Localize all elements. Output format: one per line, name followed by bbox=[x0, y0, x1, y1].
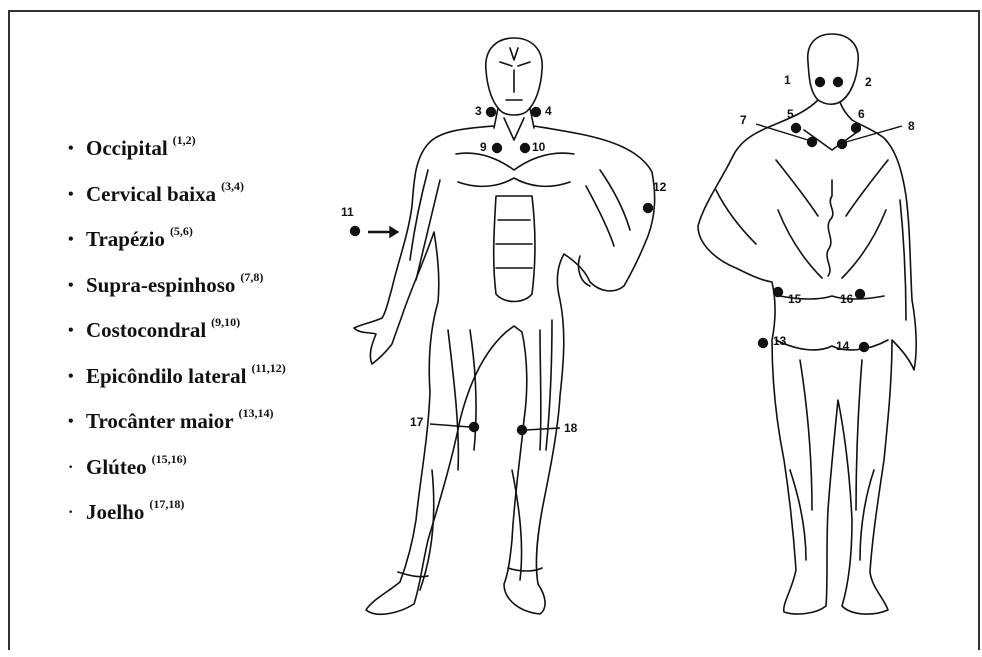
front-body-outline bbox=[354, 126, 655, 614]
point-label-14: 14 bbox=[836, 339, 850, 353]
tender-point-10 bbox=[521, 144, 530, 153]
back-body-figure bbox=[698, 34, 916, 614]
back-lats bbox=[778, 210, 886, 278]
point-label-15: 15 bbox=[788, 292, 802, 306]
point-label-6: 6 bbox=[858, 107, 865, 121]
front-abs bbox=[494, 196, 535, 302]
tender-point-9 bbox=[493, 144, 502, 153]
tender-point-5 bbox=[792, 124, 801, 133]
tender-points bbox=[351, 78, 903, 435]
tender-point-12 bbox=[644, 204, 653, 213]
back-body-outline bbox=[698, 100, 916, 614]
point-label-9: 9 bbox=[480, 140, 487, 154]
point-label-4: 4 bbox=[545, 104, 552, 118]
tender-point-18 bbox=[518, 426, 527, 435]
point-label-18: 18 bbox=[564, 421, 578, 435]
front-chest bbox=[456, 153, 574, 186]
point-label-10: 10 bbox=[532, 140, 546, 154]
point-label-1: 1 bbox=[784, 73, 791, 87]
front-body-figure bbox=[354, 38, 655, 614]
point-label-7: 7 bbox=[740, 113, 747, 127]
tender-point-17 bbox=[470, 423, 479, 432]
point-label-12: 12 bbox=[653, 180, 667, 194]
tender-point-17-leader bbox=[430, 424, 470, 427]
front-neck bbox=[494, 108, 534, 140]
tender-point-14 bbox=[860, 343, 869, 352]
tender-point-3 bbox=[487, 108, 496, 117]
tender-point-1 bbox=[816, 78, 825, 87]
tender-point-15 bbox=[774, 288, 783, 297]
point-label-3: 3 bbox=[475, 104, 482, 118]
tender-point-7 bbox=[808, 138, 817, 147]
point-label-17: 17 bbox=[410, 415, 424, 429]
tender-point-8 bbox=[838, 140, 847, 149]
front-face-lines bbox=[500, 48, 530, 100]
tender-point-6 bbox=[852, 124, 861, 133]
point-label-13: 13 bbox=[773, 334, 787, 348]
front-arm-lines bbox=[410, 170, 630, 280]
tender-point-11-arrowhead bbox=[390, 227, 398, 237]
tender-point-16 bbox=[856, 290, 865, 299]
back-arm-lines bbox=[716, 190, 906, 320]
point-label-8: 8 bbox=[908, 119, 915, 133]
back-spine bbox=[827, 180, 833, 276]
tender-point-4 bbox=[532, 108, 541, 117]
back-head bbox=[808, 34, 858, 104]
point-label-5: 5 bbox=[787, 107, 794, 121]
tender-point-18-leader bbox=[526, 428, 560, 430]
tender-point-2 bbox=[834, 78, 843, 87]
tender-point-labels: 1 2 3 4 5 6 7 8 9 10 11 12 13 14 15 16 1… bbox=[341, 73, 915, 435]
point-label-2: 2 bbox=[865, 75, 872, 89]
tender-point-13 bbox=[759, 339, 768, 348]
tender-point-11 bbox=[351, 227, 360, 236]
back-scapula-lines bbox=[776, 130, 888, 216]
front-leg-lines bbox=[420, 320, 552, 590]
point-label-16: 16 bbox=[840, 292, 854, 306]
point-label-11: 11 bbox=[341, 205, 354, 219]
